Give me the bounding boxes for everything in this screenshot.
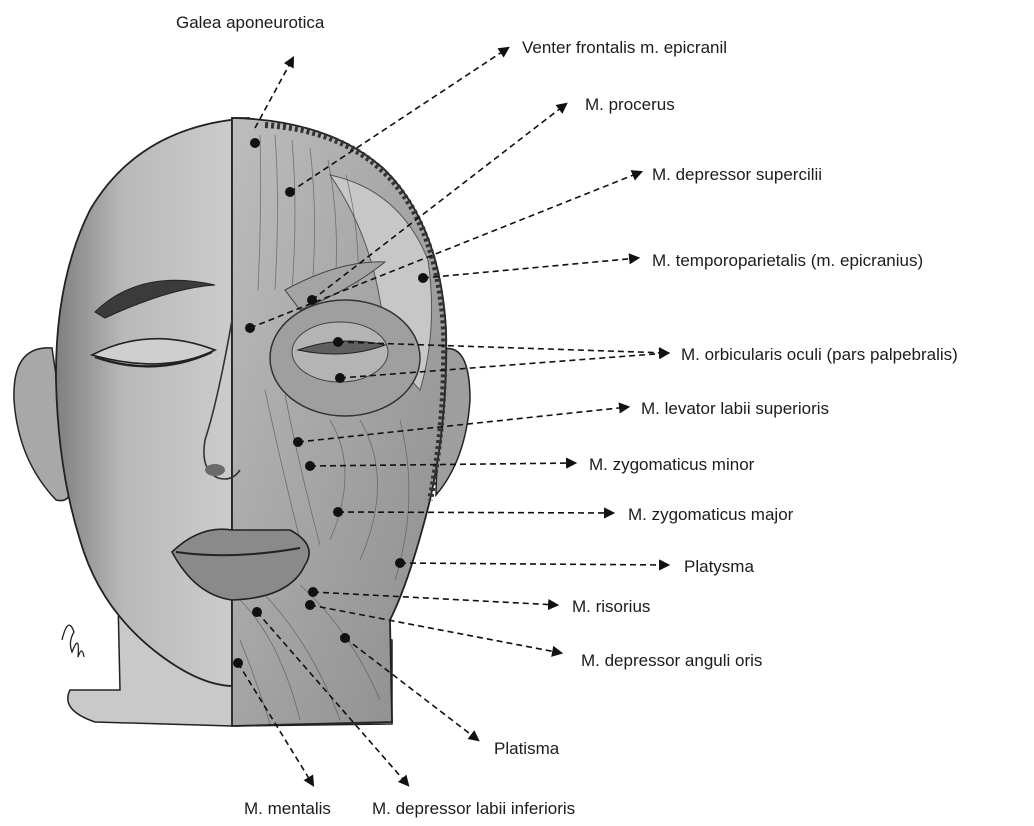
- dot-levator-labii: [293, 437, 303, 447]
- dot-zygomaticus-minor: [305, 461, 315, 471]
- leader-platysma-upper: [400, 563, 668, 565]
- label-platisma: Platisma: [494, 739, 560, 758]
- leader-temporoparietalis: [423, 258, 638, 278]
- dot-depressor-labii: [252, 607, 262, 617]
- dot-frontalis: [285, 187, 295, 197]
- dot-risorius: [308, 587, 318, 597]
- nostril: [205, 464, 225, 476]
- face-skin-half: [56, 118, 250, 686]
- label-platysma: Platysma: [684, 557, 754, 576]
- label-orbicularis-oculi: M. orbicularis oculi (pars palpebralis): [681, 345, 958, 364]
- dot-depressor-supercilii: [245, 323, 255, 333]
- label-mentalis: M. mentalis: [244, 799, 331, 818]
- dot-procerus: [307, 295, 317, 305]
- dot-orbicularis-1: [333, 337, 343, 347]
- face-muscle-half: [232, 118, 446, 726]
- label-venter-frontalis: Venter frontalis m. epicranil: [522, 38, 727, 57]
- label-levator-labii-superioris: M. levator labii superioris: [641, 399, 829, 418]
- dot-depressor-anguli: [305, 600, 315, 610]
- dot-platysma-upper: [395, 558, 405, 568]
- dot-galea: [250, 138, 260, 148]
- label-depressor-labii-inferioris: M. depressor labii inferioris: [372, 799, 575, 818]
- head-illustration: [14, 118, 470, 726]
- label-depressor-anguli-oris: M. depressor anguli oris: [581, 651, 762, 670]
- label-temporoparietalis: M. temporoparietalis (m. epicranius): [652, 251, 923, 270]
- artist-signature: [62, 625, 84, 657]
- label-procerus: M. procerus: [585, 95, 675, 114]
- dot-zygomaticus-major: [333, 507, 343, 517]
- label-galea-aponeurotica: Galea aponeurotica: [176, 13, 325, 32]
- label-zygomaticus-minor: M. zygomaticus minor: [589, 455, 755, 474]
- label-depressor-supercilii: M. depressor supercilii: [652, 165, 822, 184]
- label-zygomaticus-major: M. zygomaticus major: [628, 505, 794, 524]
- dot-temporoparietalis: [418, 273, 428, 283]
- dot-platisma-lower: [340, 633, 350, 643]
- dot-mentalis: [233, 658, 243, 668]
- leader-zygomaticus-major: [338, 512, 613, 513]
- leader-galea: [255, 58, 293, 128]
- dot-orbicularis-2: [335, 373, 345, 383]
- label-risorius: M. risorius: [572, 597, 650, 616]
